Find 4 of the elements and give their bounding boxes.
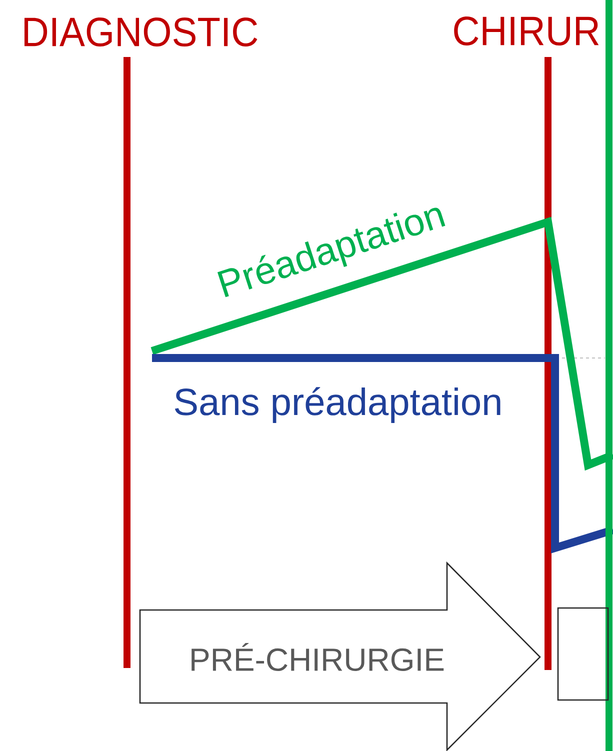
empty-box	[557, 607, 609, 701]
phase-title: DIAGNOSTIC	[24, 18, 258, 47]
curve-label: Sans préadaptation	[174, 387, 500, 423]
phase-title: CHIRUR	[454, 16, 599, 46]
